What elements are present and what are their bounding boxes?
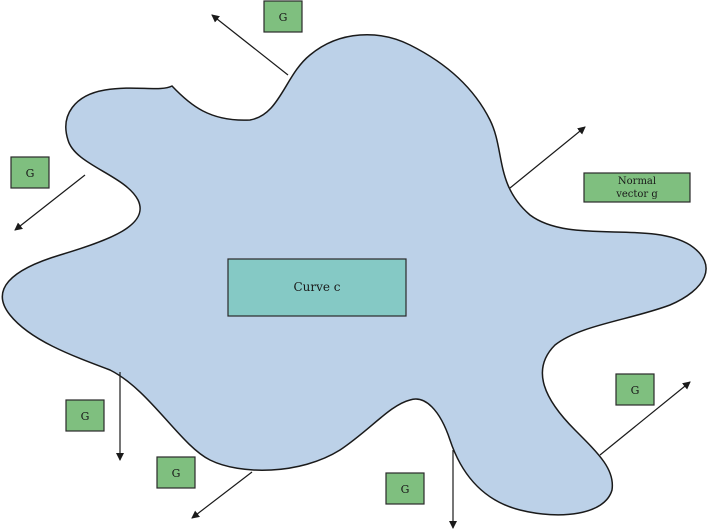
curve-label-box — [227, 258, 407, 317]
g-label-text: G — [279, 11, 288, 24]
normal-arrow — [509, 126, 586, 189]
g-label-lower-left: G — [65, 399, 105, 432]
normal-vector-label-box — [583, 172, 691, 203]
g-label-left: G — [10, 156, 50, 189]
g-label-text: G — [631, 384, 640, 397]
normal-vector-label-line1: Normal — [618, 176, 656, 187]
normal-arrow — [191, 471, 253, 519]
g-label-right: G — [615, 373, 655, 406]
g-label-text: G — [81, 410, 90, 423]
normal-vector-label-line2: vector g — [615, 189, 658, 200]
normal-arrow — [599, 381, 691, 456]
g-label-text: G — [26, 167, 35, 180]
g-label-text: G — [401, 483, 410, 496]
g-label-text: G — [172, 467, 181, 480]
normal-arrow — [211, 14, 289, 76]
g-label-bottom-middle: G — [385, 472, 425, 505]
curve-label: Curve c — [293, 280, 340, 294]
g-label-top: G — [263, 0, 303, 33]
g-label-bottom-left: G — [156, 456, 196, 489]
normal-arrow — [14, 174, 86, 231]
